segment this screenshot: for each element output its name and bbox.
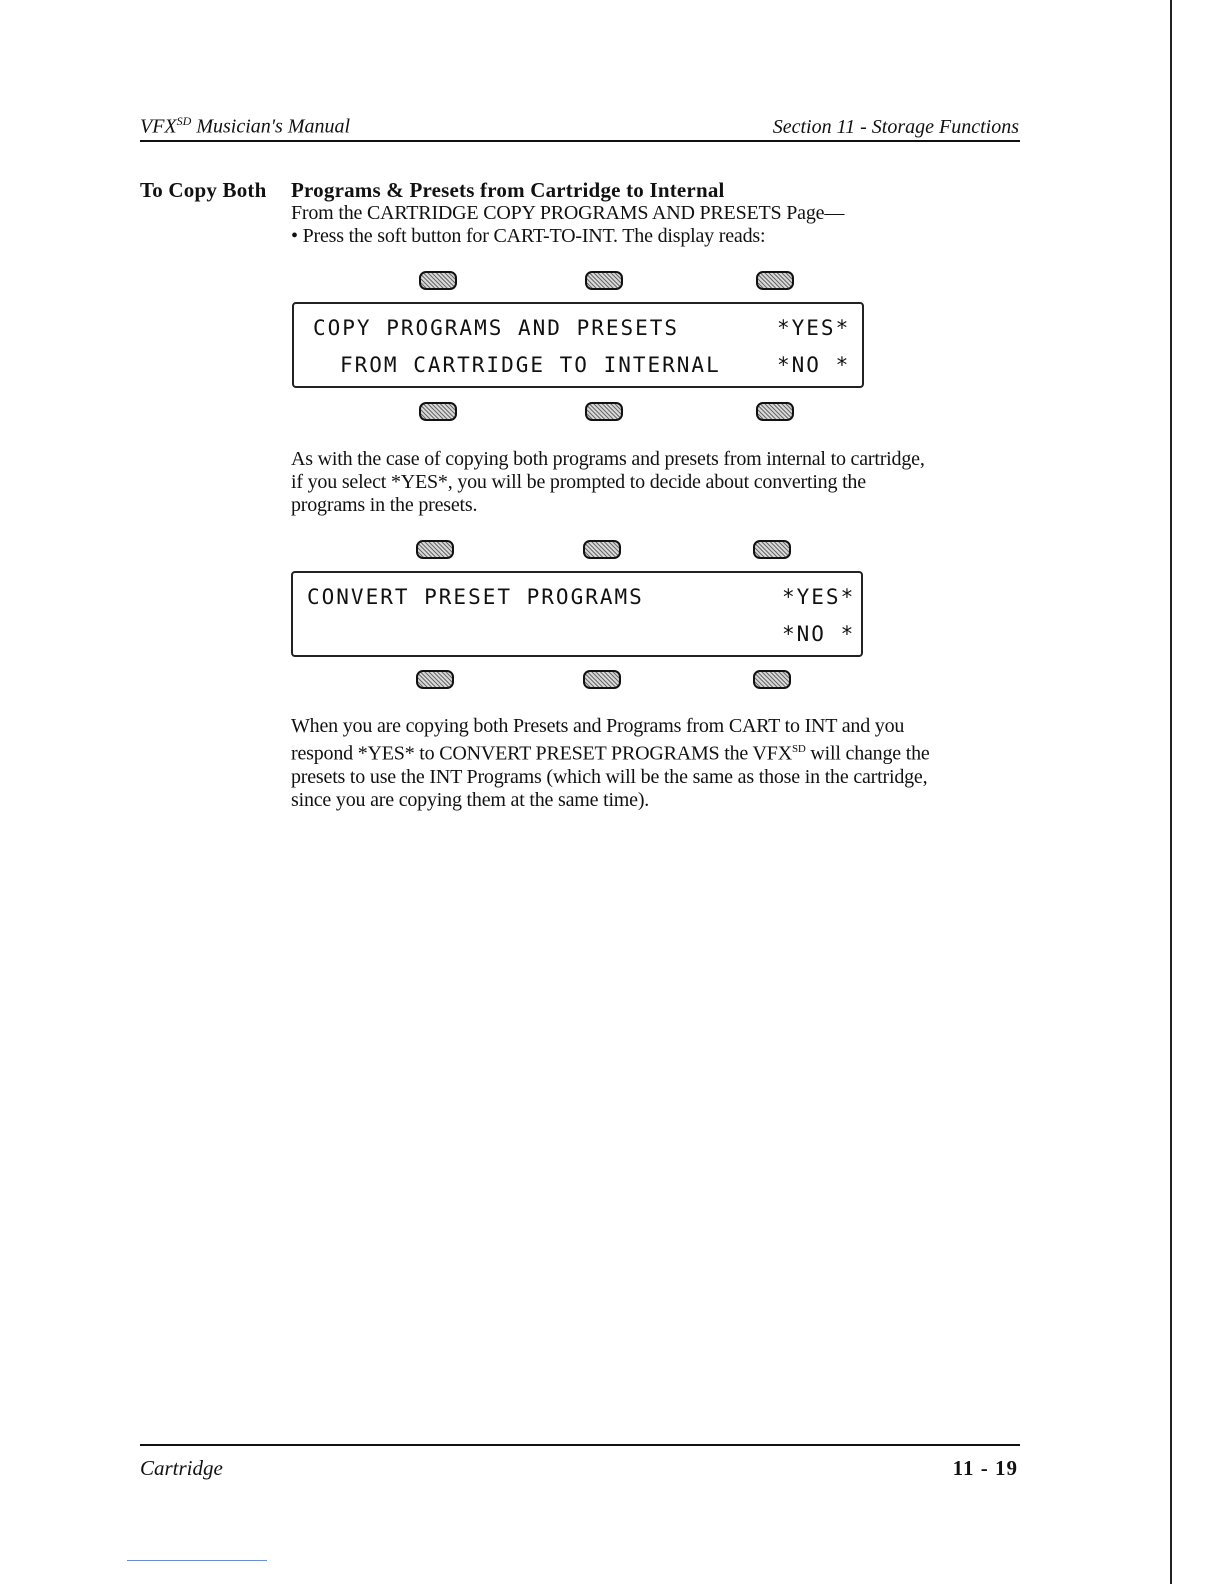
paragraph-1-line-2: if you select *YES*, you will be prompte…	[291, 471, 866, 493]
intro-line-1: From the CARTRIDGE COPY PROGRAMS AND PRE…	[291, 202, 845, 224]
soft-button-top-3[interactable]	[756, 271, 794, 290]
soft-button-top-3[interactable]	[753, 540, 791, 559]
page-edge-line	[1170, 0, 1172, 1584]
soft-button-top-2[interactable]	[585, 271, 623, 290]
section-heading-rest: Programs & Presets from Cartridge to Int…	[291, 178, 725, 202]
lcd-yes-option[interactable]: *YES*	[777, 316, 851, 340]
paragraph-2-line-1: When you are copying both Presets and Pr…	[291, 715, 905, 737]
soft-button-bottom-3[interactable]	[753, 670, 791, 689]
lcd-display-copy-confirm: COPY PROGRAMS AND PRESETS FROM CARTRIDGE…	[292, 302, 864, 388]
manual-title: VFXSD Musician's Manual	[140, 114, 351, 138]
intro-line-2: • Press the soft button for CART-TO-INT.…	[291, 225, 766, 247]
lcd-no-option[interactable]: *NO *	[782, 622, 856, 646]
lcd-display-convert: CONVERT PRESET PROGRAMS *YES* *NO *	[291, 571, 863, 657]
section-title: Section 11 - Storage Functions	[772, 116, 1019, 138]
lcd-line-1: CONVERT PRESET PROGRAMS	[307, 585, 644, 609]
paragraph-convert-prompt: As with the case of copying both program…	[291, 448, 1031, 517]
soft-button-bottom-3[interactable]	[756, 402, 794, 421]
soft-button-top-1[interactable]	[419, 271, 457, 290]
section-heading: To Copy Both Programs & Presets from Cart…	[140, 178, 725, 203]
lcd-line-2: FROM CARTRIDGE TO INTERNAL	[340, 353, 721, 377]
lcd-yes-option[interactable]: *YES*	[782, 585, 856, 609]
soft-button-top-1[interactable]	[416, 540, 454, 559]
vfx-superscript: SD	[791, 743, 806, 755]
intro-text: From the CARTRIDGE COPY PROGRAMS AND PRE…	[291, 202, 844, 248]
soft-button-bottom-2[interactable]	[583, 670, 621, 689]
soft-button-bottom-1[interactable]	[419, 402, 457, 421]
paragraph-2-line-2: respond *YES* to CONVERT PRESET PROGRAMS…	[291, 742, 930, 765]
paragraph-2-line-3: presets to use the INT Programs (which w…	[291, 765, 928, 788]
paragraph-2-line-4: since you are copying them at the same t…	[291, 788, 650, 811]
manual-title-superscript: SD	[176, 114, 192, 128]
paragraph-1-line-1: As with the case of copying both program…	[291, 448, 925, 470]
header-divider	[140, 140, 1020, 142]
footer-chapter: Cartridge	[140, 1456, 223, 1480]
soft-button-bottom-2[interactable]	[585, 402, 623, 421]
lcd-no-option[interactable]: *NO *	[777, 353, 851, 377]
footnote-rule	[127, 1560, 267, 1561]
lcd-line-1: COPY PROGRAMS AND PRESETS	[313, 316, 680, 340]
soft-button-top-2[interactable]	[583, 540, 621, 559]
footer-divider	[140, 1444, 1020, 1446]
soft-button-bottom-1[interactable]	[416, 670, 454, 689]
page-number: 11 - 19	[952, 1456, 1018, 1480]
paragraph-1-line-3: programs in the presets.	[291, 494, 478, 516]
paragraph-convert-explanation: When you are copying both Presets and Pr…	[291, 715, 1031, 812]
section-heading-lead: To Copy Both	[140, 178, 267, 202]
